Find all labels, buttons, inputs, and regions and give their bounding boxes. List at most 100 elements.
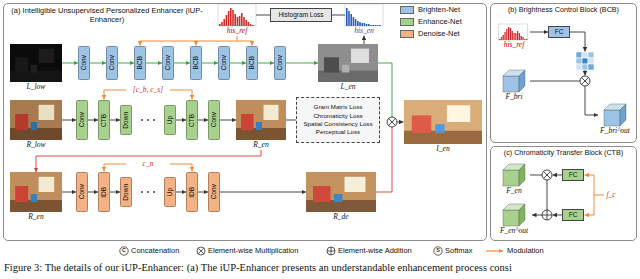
connector — [220, 120, 236, 121]
fc-box: FC — [562, 209, 584, 221]
box-label: FC — [555, 29, 564, 36]
block-label: Conv — [211, 184, 218, 199]
image-label: R_en — [253, 141, 268, 149]
conv-block: Conv — [218, 46, 230, 80]
fc-box: FC — [562, 169, 584, 181]
conv-block: Down — [120, 177, 132, 207]
operator-symbols — [542, 210, 552, 220]
block-label: CTB — [101, 114, 108, 127]
image-reflectance-enhanced — [264, 105, 279, 120]
wires — [378, 63, 392, 117]
operator-symbols — [542, 210, 552, 220]
conv-block: Conv — [274, 46, 286, 80]
control-code: [c_b, c_s] — [133, 86, 163, 94]
legend-text: Enhance-Net — [418, 18, 462, 26]
image-thumbnail: R_en — [236, 100, 286, 150]
image-reflectance-enhanced — [31, 194, 37, 202]
image-reflectance-low — [31, 122, 37, 130]
feature-cube: F_en — [498, 164, 530, 196]
image-denoised — [345, 177, 366, 192]
image-denoised — [306, 172, 376, 212]
box-label: Histogram Loss — [278, 12, 323, 19]
image-thumbnail: I_en — [404, 100, 482, 154]
image-low-light — [39, 49, 55, 63]
modulation-lines — [170, 164, 192, 172]
image-enhanced-output — [404, 100, 482, 144]
feature-cube — [519, 164, 525, 186]
block-label: Conv — [221, 55, 228, 70]
connector — [530, 81, 598, 115]
modulation-lines — [140, 41, 141, 46]
connector — [88, 192, 98, 193]
wires — [376, 32, 585, 215]
legend-text: Denoise-Net — [418, 30, 460, 38]
image-label: L_low — [27, 83, 46, 91]
conv-block: IDB — [98, 172, 110, 212]
connector — [286, 120, 296, 121]
image-reflectance-enhanced — [236, 100, 286, 140]
feature-cube — [519, 204, 525, 226]
operator-symbols — [582, 78, 589, 85]
weight-grid — [576, 52, 582, 58]
block-label: Conv — [79, 112, 86, 127]
image-reflectance-enhanced — [15, 186, 28, 202]
operator-symbols — [389, 119, 396, 126]
connector — [198, 120, 208, 121]
image-reflectance-low — [10, 100, 62, 140]
feature-cube — [604, 110, 620, 126]
image-thumbnail: L_low — [10, 44, 62, 92]
symbol-letter: S — [436, 248, 440, 254]
modulation-lines — [196, 41, 197, 46]
legend-text: Element-wise Multiplication — [208, 247, 298, 255]
modulation-lines — [252, 41, 253, 46]
legend-text: Concatenation — [131, 247, 179, 255]
connector — [176, 192, 186, 193]
box-label: FC — [569, 172, 578, 179]
feature-cube: F_bri^out — [598, 104, 632, 136]
panel-heading: (b) Brightness Control Block (BCB) — [494, 6, 633, 15]
image-thumbnail: his_ref — [498, 24, 530, 50]
panel-heading: (c) Chromaticity Transfer Block (CTB) — [494, 149, 633, 158]
connector — [110, 120, 120, 121]
feature-cube — [503, 210, 519, 226]
image-label: R_de — [333, 213, 348, 221]
connector — [110, 192, 120, 193]
connector — [256, 15, 270, 16]
block-label: Up — [167, 188, 174, 196]
image-reflectance-low — [15, 114, 28, 130]
connector — [230, 63, 246, 64]
conv-block: Conv — [208, 100, 220, 140]
image-reflectance-low — [39, 105, 55, 120]
loss-name: Spatial Consistency Loss — [303, 120, 372, 128]
continuation-dots — [141, 191, 143, 193]
image-label: L_en — [341, 83, 356, 91]
block-label: Conv — [79, 184, 86, 199]
image-low-light — [10, 44, 62, 82]
histogram-icon — [499, 24, 528, 40]
image-reflectance-enhanced — [241, 114, 254, 130]
conv-block: Conv — [76, 100, 88, 140]
histogram-ref — [218, 4, 256, 26]
figure-caption: Figure 3: The details of our iUP-Enhance… — [4, 262, 512, 274]
wires — [585, 70, 586, 76]
histogram-en — [345, 4, 383, 26]
block-label: IDB — [189, 187, 196, 198]
conv-block: Up — [164, 177, 176, 207]
connector — [530, 175, 547, 215]
legend-samples — [327, 247, 335, 255]
weight-grid — [576, 58, 582, 64]
conv-block: Down — [120, 105, 132, 135]
loss-name: Gram Matrix Loss — [314, 103, 363, 111]
legend-samples — [120, 247, 128, 255]
box-label: FC — [569, 212, 578, 219]
image-label: R_en — [28, 213, 43, 221]
feature-label: F_en^out — [500, 227, 528, 235]
modulation-lines — [170, 90, 192, 100]
image-denoised — [306, 172, 376, 212]
legend-text: Softmax — [445, 247, 473, 255]
histogram-en — [346, 8, 381, 26]
feature-cube — [503, 170, 519, 186]
modulation-lines — [104, 90, 126, 100]
image-thumbnail: L_en — [318, 44, 378, 92]
operator-symbols — [580, 76, 590, 86]
